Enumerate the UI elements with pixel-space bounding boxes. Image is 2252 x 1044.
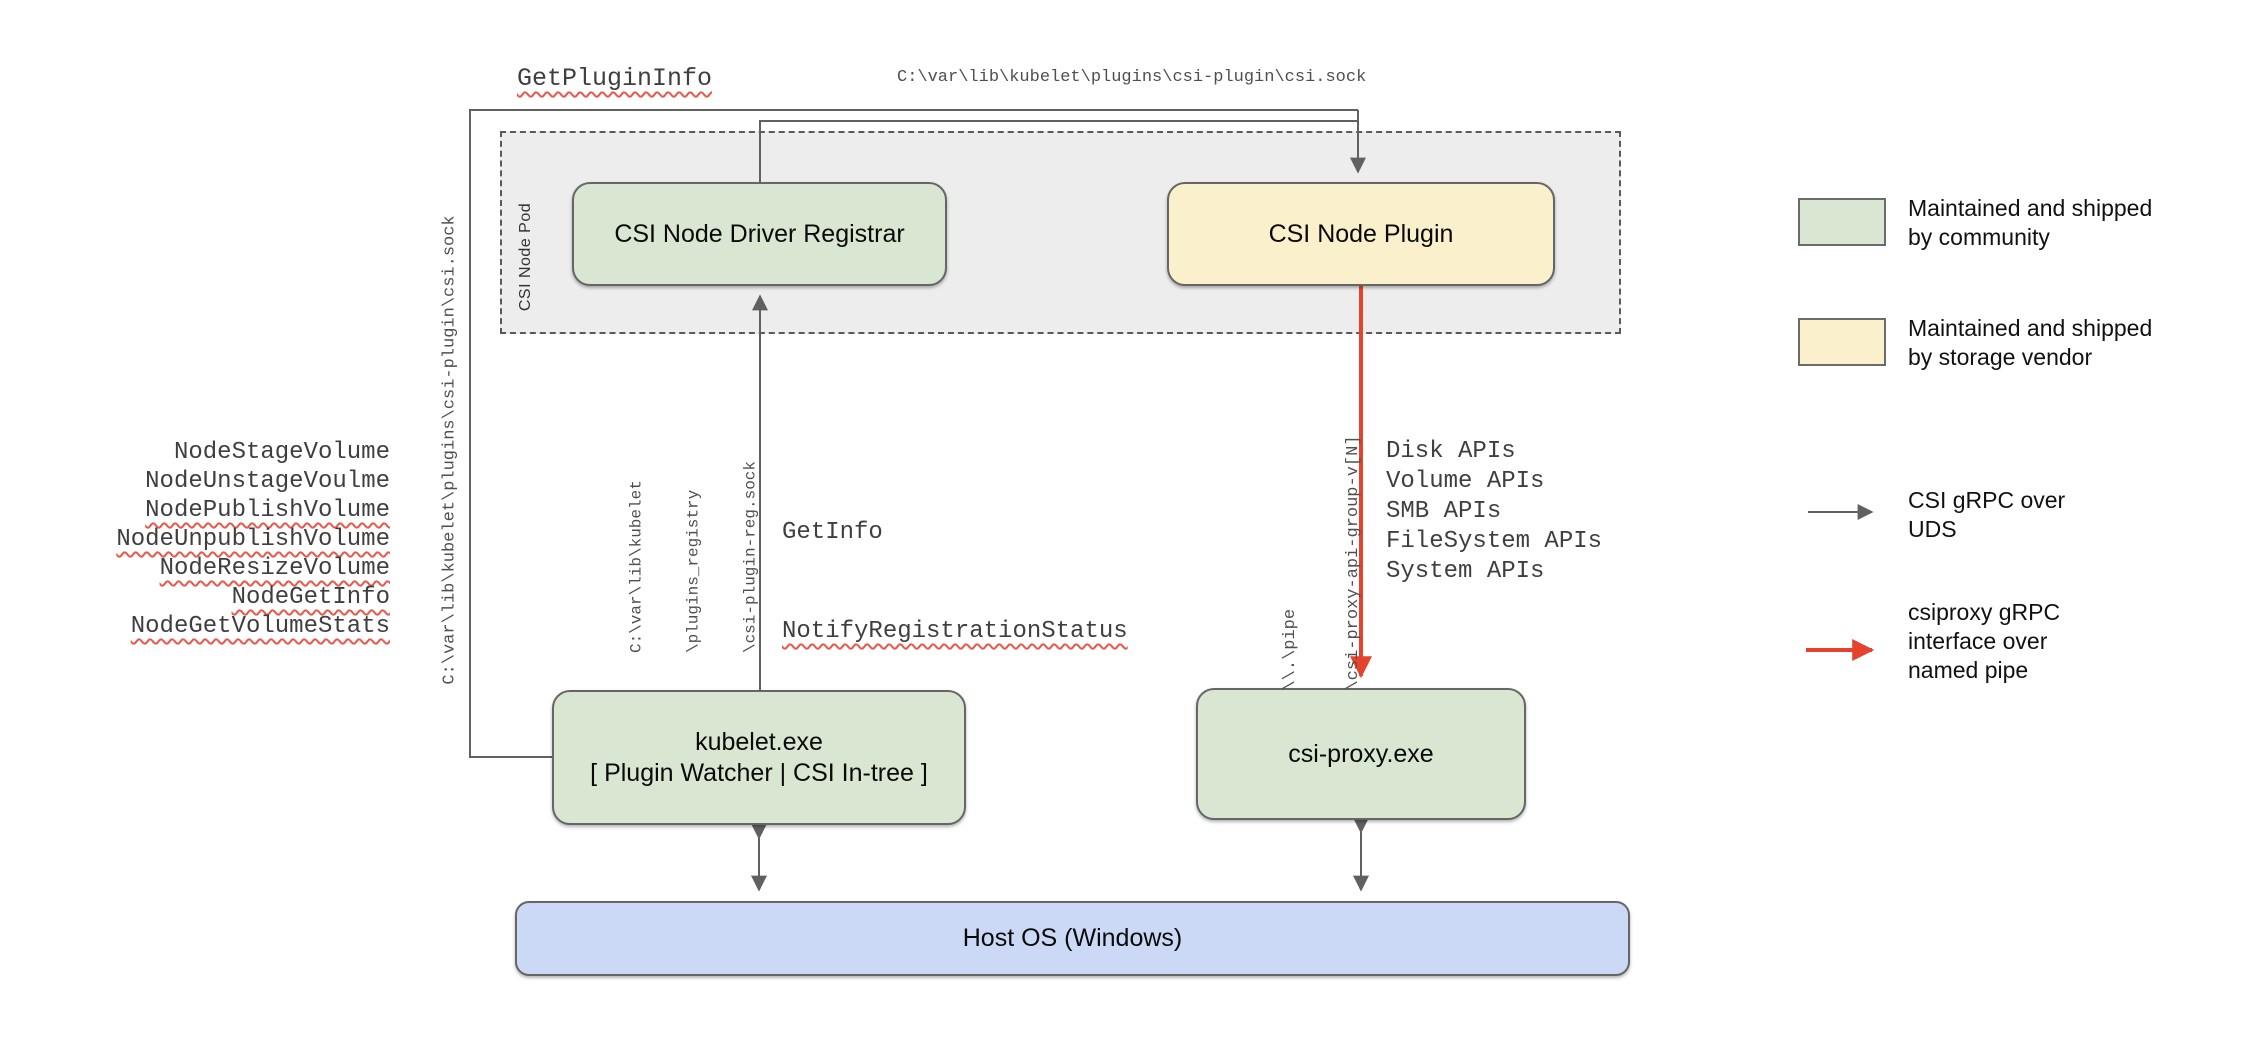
list-item: SMB APIs: [1386, 498, 1502, 525]
node-rpc-list: NodeStageVolume NodeUnstageVoulme NodePu…: [60, 438, 390, 641]
legend-vendor-swatch: [1798, 318, 1886, 366]
getinfo-label: GetInfo: [782, 519, 883, 546]
plugin-registry-path-label: C:\var\lib\kubelet \plugins_registry \cs…: [627, 460, 760, 654]
host-os-label: Host OS (Windows): [962, 924, 1183, 952]
kubelet-label-line2: [ Plugin Watcher | CSI In-tree ]: [590, 758, 928, 787]
kubelet-label-line1: kubelet.exe: [695, 727, 823, 756]
get-plugin-info-label: GetPluginInfo: [517, 64, 713, 93]
csi-node-plugin-box: CSI Node Plugin: [1167, 182, 1555, 286]
list-item: NodeUnpublishVolume: [116, 526, 390, 553]
csi-proxy-box: csi-proxy.exe: [1196, 688, 1526, 820]
csi-node-pod-label: CSI Node Pod: [517, 202, 534, 312]
list-item: FileSystem APIs: [1386, 528, 1603, 555]
list-item: Volume APIs: [1386, 468, 1545, 495]
registrar-to-plugin-line: [759, 120, 1357, 184]
list-item: NodeGetInfo: [231, 584, 390, 611]
csi-sock-path-left-label: C:\var\lib\kubelet\plugins\csi-plugin\cs…: [440, 215, 460, 685]
list-item: NodePublishVolume: [145, 497, 390, 524]
csi-node-driver-registrar-box: CSI Node Driver Registrar: [572, 182, 947, 286]
list-item: NodeResizeVolume: [159, 555, 390, 582]
host-os-box: Host OS (Windows): [515, 901, 1630, 976]
notify-registration-status-label: NotifyRegistrationStatus: [782, 618, 1128, 645]
legend-community-text: Maintained and shipped by community: [1908, 195, 2153, 250]
list-item: Disk APIs: [1386, 438, 1516, 465]
csi-proxy-label: csi-proxy.exe: [1288, 739, 1434, 768]
list-item: NodeGetVolumeStats: [130, 613, 390, 640]
kubelet-box: kubelet.exe [ Plugin Watcher | CSI In-tr…: [552, 690, 966, 825]
list-item: NodeStageVolume: [173, 439, 390, 466]
csi-node-plugin-label: CSI Node Plugin: [1268, 219, 1454, 248]
list-item: NodeUnstageVoulme: [145, 468, 390, 495]
kubelet-to-plugin-line: [469, 109, 1358, 758]
list-item: System APIs: [1386, 558, 1545, 585]
legend-csi-grpc-text: CSI gRPC over UDS: [1908, 487, 2066, 542]
legend-csiproxy-text: csiproxy gRPC interface over named pipe: [1908, 599, 2061, 683]
csiproxy-api-list: Disk APIs Volume APIs SMB APIs FileSyste…: [1386, 437, 1602, 587]
csi-sock-path-top-label: C:\var\lib\kubelet\plugins\csi-plugin\cs…: [897, 68, 1367, 87]
named-pipe-path-label: \\.\pipe \csi-proxy-api-group-v[N]: [1281, 435, 1363, 691]
legend-vendor-text: Maintained and shipped by storage vendor: [1908, 315, 2153, 370]
registrar-rpc-labels: GetInfo NotifyRegistrationStatus: [782, 450, 1128, 714]
legend-community-swatch: [1798, 198, 1886, 246]
csi-node-driver-registrar-label: CSI Node Driver Registrar: [614, 219, 905, 248]
